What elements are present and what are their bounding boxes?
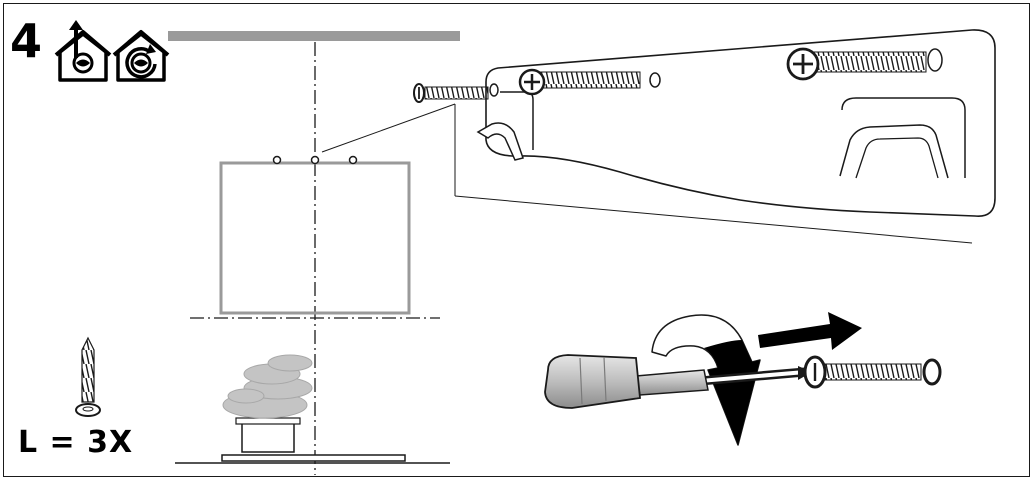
screwdriver-icon (544, 354, 812, 409)
screw-quantity-label: L = 3X (18, 425, 134, 460)
screw-icon (413, 83, 499, 103)
screw-icon (803, 355, 942, 389)
cooking-steam-icon (222, 354, 313, 419)
step-number: 4 (10, 14, 43, 68)
ceiling (168, 31, 460, 41)
cooktop-with-pot (175, 417, 450, 464)
screw-icon (786, 47, 927, 81)
ducted-extraction-icon (54, 20, 112, 82)
zoom-callout-lines (321, 103, 973, 244)
mounting-holes (272, 155, 358, 165)
screw-icon (518, 68, 641, 96)
recirculation-icon (112, 30, 170, 82)
push-direction-arrow-icon (758, 312, 862, 350)
clockwise-rotation-arrow-icon (651, 314, 761, 446)
screw-icon (75, 336, 101, 417)
